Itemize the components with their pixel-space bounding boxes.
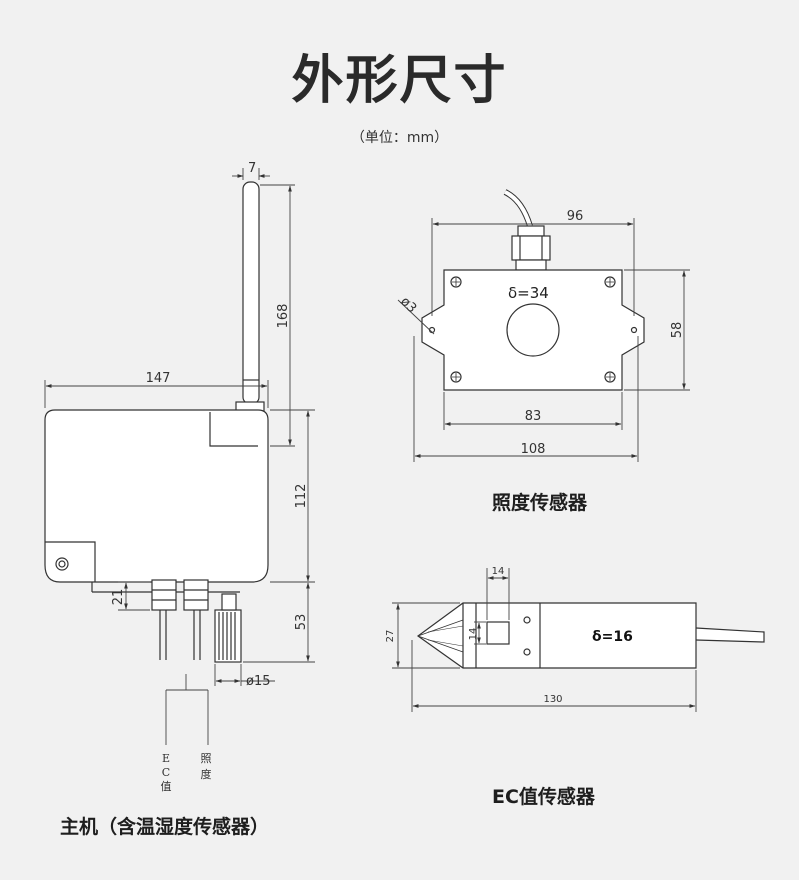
ec-sensor-thickness: δ=16 <box>592 629 633 645</box>
light-sensor-body <box>421 269 645 391</box>
main-unit-labels: 7 168 147 112 53 21 ø15 E C 值 照 度 <box>111 161 309 793</box>
dim-light-height: 58 <box>670 322 685 339</box>
ec-sensor-body <box>416 602 697 669</box>
antenna <box>242 181 260 405</box>
dim-antenna-width: 7 <box>248 161 256 176</box>
dim-light-outer-width: 108 <box>521 442 546 457</box>
dim-body-width: 147 <box>146 371 171 386</box>
page-title: 外形尺寸 <box>291 51 508 111</box>
light-sensor-labels: 96 ø3 δ=34 58 83 108 <box>397 209 685 457</box>
ec-sensor-drawing <box>416 602 765 669</box>
cable-label-light-du: 度 <box>201 767 212 781</box>
dim-body-height: 112 <box>294 484 309 509</box>
dim-ec-height: 27 <box>385 630 396 643</box>
cable-label-ec-value: 值 <box>161 780 172 793</box>
main-body <box>44 409 269 583</box>
ec-sensor-labels: 14 14 27 δ=16 130 <box>385 566 633 705</box>
ec-sensor-window <box>486 621 510 645</box>
dim-probe-length: 53 <box>294 614 309 631</box>
light-sensor-thickness: δ=34 <box>508 284 549 302</box>
dim-probe-diameter: ø15 <box>246 674 271 689</box>
cable-label-light-zhao: 照 <box>201 752 212 765</box>
cable-label-ec-e: E <box>162 752 170 765</box>
caption-ec-sensor: EC值传感器 <box>492 786 595 808</box>
dim-light-hole: ø3 <box>397 294 419 316</box>
dim-light-top-width: 96 <box>567 209 584 224</box>
cable-label-ec-c: C <box>162 766 170 779</box>
cable-gland-left <box>151 579 177 611</box>
dim-cable-gland: 21 <box>111 589 126 606</box>
mount-hole <box>55 557 69 571</box>
caption-light-sensor: 照度传感器 <box>492 492 588 514</box>
light-sensor-dome <box>506 303 560 357</box>
dim-ec-window-side: 14 <box>468 628 479 641</box>
light-sensor-drawing <box>421 189 645 391</box>
unit-note: （单位：mm） <box>350 130 449 146</box>
dim-light-inner-width: 83 <box>525 409 542 424</box>
caption-main-unit: 主机（含温湿度传感器） <box>60 816 270 838</box>
main-unit-drawing <box>44 181 269 663</box>
dim-ec-window: 14 <box>492 566 505 577</box>
dim-ec-length: 130 <box>543 694 562 705</box>
cable-gland-right <box>183 579 209 611</box>
dim-antenna-height: 168 <box>276 304 291 329</box>
